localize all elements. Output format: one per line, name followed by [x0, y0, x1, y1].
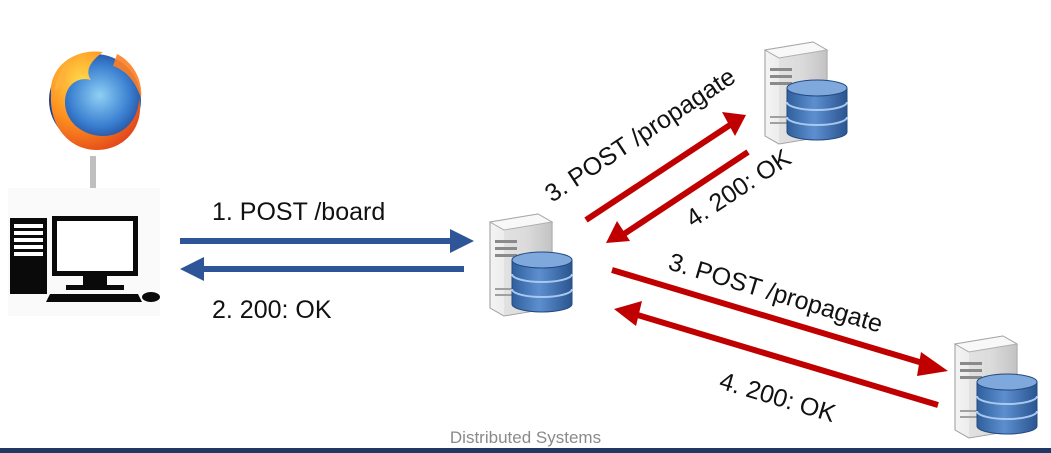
- server-database-icon: [764, 41, 848, 145]
- footer-caption: Distributed Systems: [449, 428, 602, 447]
- server-database-icon: [954, 335, 1038, 439]
- ok-top-arrow: [606, 149, 750, 243]
- ok-response-arrow: [180, 257, 464, 281]
- ok-response-label: 2. 200: OK: [212, 296, 332, 324]
- propagate-top-arrow: [584, 112, 746, 223]
- ok-bottom-arrow: [614, 301, 939, 408]
- footer-rule: [0, 448, 1051, 453]
- desktop-computer-icon: [8, 188, 160, 316]
- propagate-bottom-arrow: [611, 267, 948, 376]
- server-database-icon: [489, 213, 573, 317]
- ok-bottom-label: 4. 200: OK: [716, 367, 839, 428]
- post-board-arrow: [180, 229, 474, 253]
- firefox-logo-icon: [49, 51, 142, 150]
- post-board-label: 1. POST /board: [212, 198, 385, 226]
